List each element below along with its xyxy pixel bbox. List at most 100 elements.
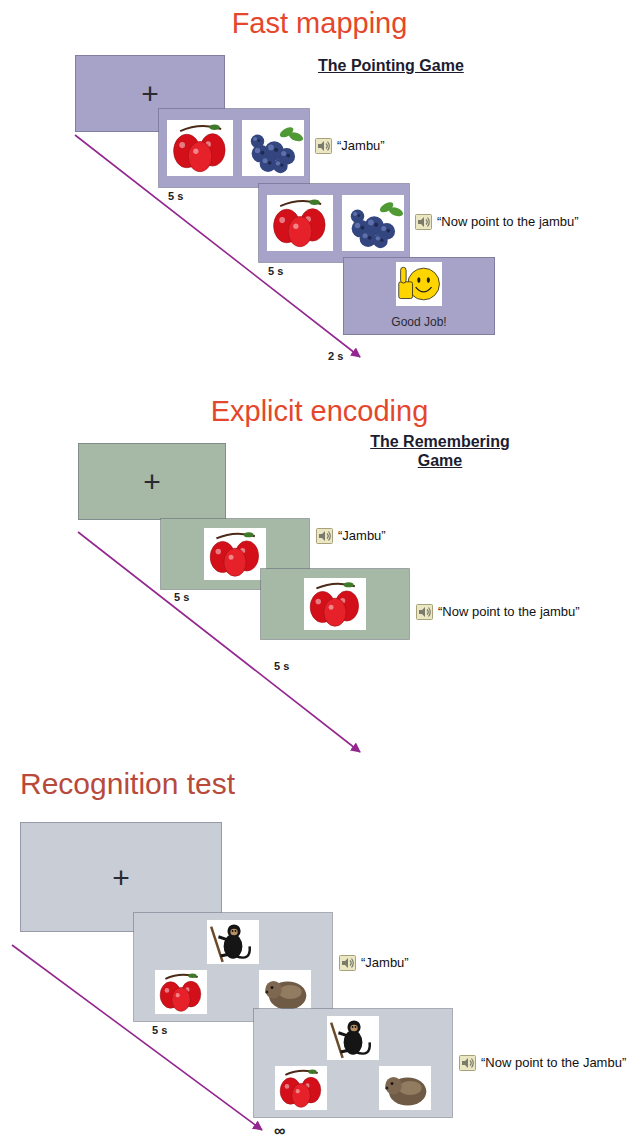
image-frame (242, 120, 304, 176)
image-frame (304, 578, 366, 630)
berry-crown (260, 151, 264, 155)
berry-shine (353, 212, 357, 216)
berry-leaf (388, 206, 405, 218)
berry-shine (253, 137, 257, 141)
speaker-cone (342, 958, 348, 968)
fruit-highlight (296, 1089, 300, 1093)
speaker-picture (317, 529, 333, 544)
animal-fur (399, 1081, 422, 1095)
berry (373, 234, 388, 249)
fruit-highlight (293, 224, 298, 229)
berry-shine (363, 233, 368, 238)
monkey-face (230, 929, 237, 936)
speaker-icon (315, 138, 332, 154)
speaker-icon (339, 955, 356, 971)
animal-eye (391, 1082, 394, 1085)
fruit-highlight (279, 217, 285, 223)
berry-crown (257, 139, 260, 142)
berry-crown (386, 229, 390, 233)
monkey-picture (207, 920, 259, 964)
speaker-frame (317, 529, 333, 544)
trial-panel-bg (254, 1009, 453, 1118)
speaker-frame (340, 956, 356, 971)
speaker-cone (462, 1058, 468, 1068)
fruit-leaf (309, 199, 320, 205)
duration-label: 5 s (150, 1024, 169, 1037)
section-title: Recognition test (20, 766, 235, 802)
speaker-picture (416, 215, 432, 230)
berry-crown (274, 148, 278, 152)
speaker-icon (415, 214, 432, 230)
smiley-mouth (416, 287, 432, 292)
image-frame (327, 1016, 379, 1060)
duration-label: 2 s (326, 350, 345, 363)
fruit-leaf (188, 974, 196, 978)
trial-panel (133, 912, 333, 1022)
game-name: The Remembering Game (360, 432, 520, 470)
fruit-body (224, 548, 246, 576)
sound-wave (329, 532, 331, 541)
fruit-leaf (344, 582, 354, 587)
berry-crown (268, 161, 272, 165)
fruit-picture (304, 578, 366, 630)
time-arrow (78, 532, 360, 752)
speaker-picture (316, 139, 332, 154)
image-frame (342, 195, 404, 251)
trial-panel (260, 568, 410, 640)
berry-crown (286, 154, 290, 158)
section-title: Fast mapping (0, 6, 639, 41)
fruit-body (188, 141, 212, 171)
fruit-picture (155, 970, 207, 1014)
sound-wave (327, 534, 328, 539)
game-name: The Pointing Game (318, 56, 464, 75)
monkey-head (347, 1020, 360, 1033)
trial-panel-bg (259, 184, 410, 263)
smiley-eye (427, 277, 430, 283)
monkey-head (227, 924, 240, 937)
animal-picture (259, 970, 311, 1014)
duration-label: 5 s (166, 190, 185, 203)
smiley-eye (417, 277, 420, 283)
sound-wave (472, 1059, 474, 1068)
monkey-eye (235, 930, 237, 932)
speaker-cone (319, 531, 325, 541)
image-frame (379, 1066, 431, 1110)
animal-fur (279, 985, 302, 999)
fixation-cross: + (141, 77, 159, 110)
duration-label: 5 s (266, 265, 285, 278)
speaker-icon (416, 604, 433, 620)
fruit-leaf (244, 532, 254, 537)
berry-shine (368, 220, 374, 226)
thumb-up (401, 267, 407, 283)
monkey-leg (341, 1050, 349, 1052)
fruit-highlight (179, 142, 185, 148)
fruit-leaf (209, 124, 220, 130)
berry-shine (276, 161, 280, 165)
berry-shine (263, 158, 268, 163)
spoken-instruction: “Now point to the jambu” (437, 214, 579, 230)
sound-wave (429, 608, 431, 617)
animal-picture (379, 1066, 431, 1110)
monkey-leg (221, 954, 229, 956)
speaker-cone (318, 141, 324, 151)
animal-eye (271, 986, 274, 989)
berry-crown (280, 164, 283, 167)
sound-wave (426, 220, 427, 225)
spoken-word: “Jambu” (338, 528, 386, 544)
fruit-highlight (165, 988, 170, 993)
berry (273, 159, 288, 174)
berry-crown (357, 214, 360, 217)
section-title: Explicit encoding (0, 394, 639, 429)
berry-crown (368, 236, 372, 240)
speaker-icon (316, 528, 333, 544)
image-frame (275, 1066, 327, 1110)
trial-panel-bg (134, 913, 333, 1022)
speaker-icon (459, 1055, 476, 1071)
fixation-cross: + (112, 861, 130, 894)
fixation-cross: + (143, 465, 161, 498)
trial-panel (253, 1008, 453, 1118)
speaker-frame (316, 139, 332, 154)
fruit-picture (275, 1066, 327, 1110)
fixation-screen: + (78, 443, 226, 520)
